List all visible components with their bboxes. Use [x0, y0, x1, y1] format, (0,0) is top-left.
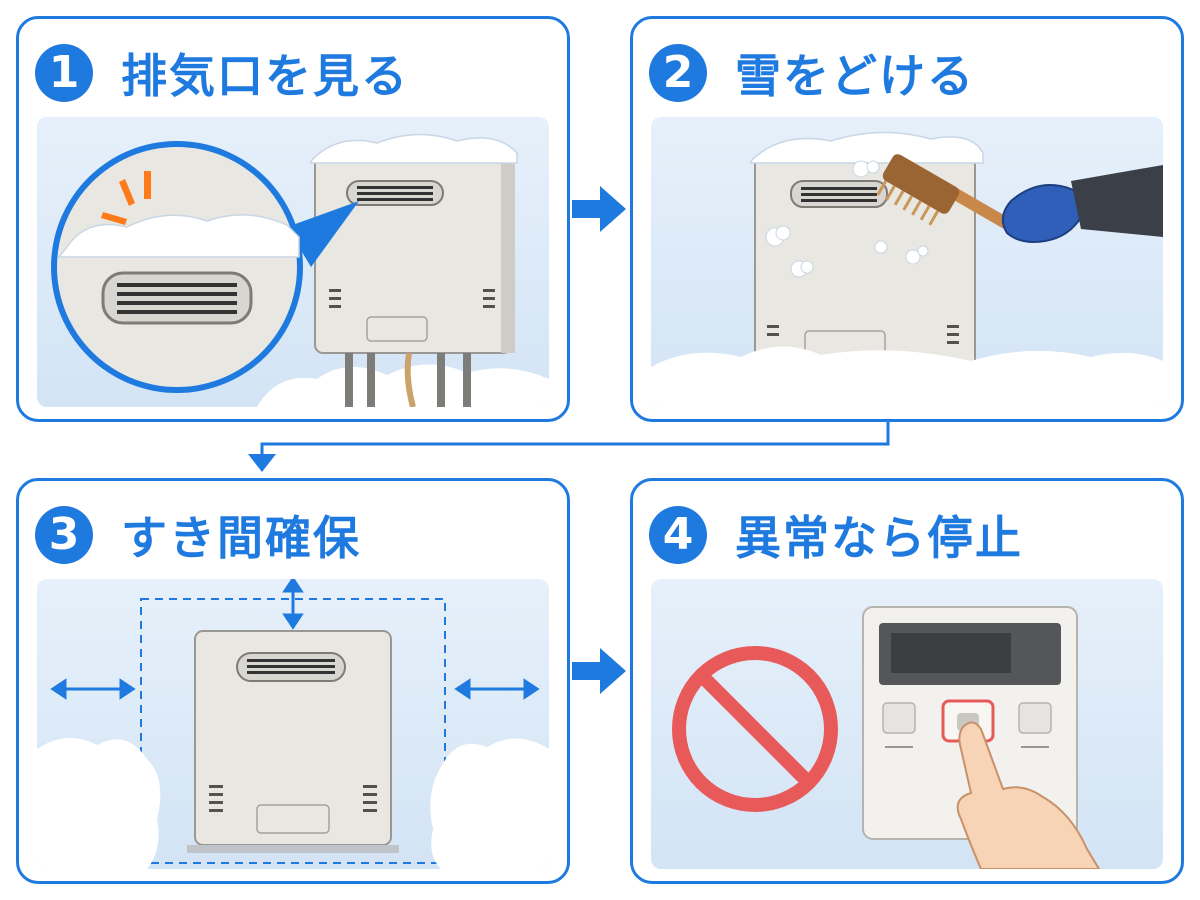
- double-arrow-icon: [454, 678, 540, 700]
- step-number-badge: 1: [35, 44, 93, 102]
- water-heater-unit: [310, 133, 518, 407]
- arrow-right-icon: [572, 648, 626, 694]
- step-3-header: 3 すき間確保: [35, 503, 361, 567]
- pointing-hand: [956, 721, 1101, 869]
- water-heater-unit: [750, 131, 984, 382]
- clearance-zone: [140, 598, 446, 864]
- step-title: すき間確保: [121, 511, 361, 565]
- step-title: 排気口を見る: [121, 49, 409, 103]
- step-4-header: 4 異常なら停止: [649, 503, 1023, 567]
- water-heater-unit: [187, 630, 399, 853]
- step-2-illustration: [651, 117, 1163, 407]
- step-number-badge: 4: [649, 506, 707, 564]
- step-number-badge: 3: [35, 506, 93, 564]
- elbow-connector: [248, 422, 890, 472]
- step-3-illustration: [37, 579, 549, 869]
- arrow-right-icon: [572, 186, 626, 232]
- step-1-panel: 1 排気口を見る: [16, 16, 570, 422]
- double-arrow-icon: [50, 678, 136, 700]
- snow-brush: [876, 154, 1025, 237]
- step-4-panel: 4 異常なら停止: [630, 478, 1184, 884]
- step-2-header: 2 雪をどける: [649, 41, 975, 105]
- step-number-badge: 2: [649, 44, 707, 102]
- step-1-header: 1 排気口を見る: [35, 41, 409, 105]
- step-3-panel: 3 すき間確保: [16, 478, 570, 884]
- gloved-hand: [1001, 165, 1163, 243]
- step-1-illustration: [37, 117, 549, 407]
- step-title: 雪をどける: [735, 49, 975, 103]
- alert-marks-icon: [101, 171, 151, 225]
- prohibition-icon: [672, 646, 838, 812]
- double-arrow-icon: [282, 579, 304, 630]
- step-2-panel: 2 雪をどける: [630, 16, 1184, 422]
- step-title: 異常なら停止: [735, 511, 1023, 565]
- step-4-illustration: [651, 579, 1163, 869]
- zoom-callout: [51, 141, 359, 393]
